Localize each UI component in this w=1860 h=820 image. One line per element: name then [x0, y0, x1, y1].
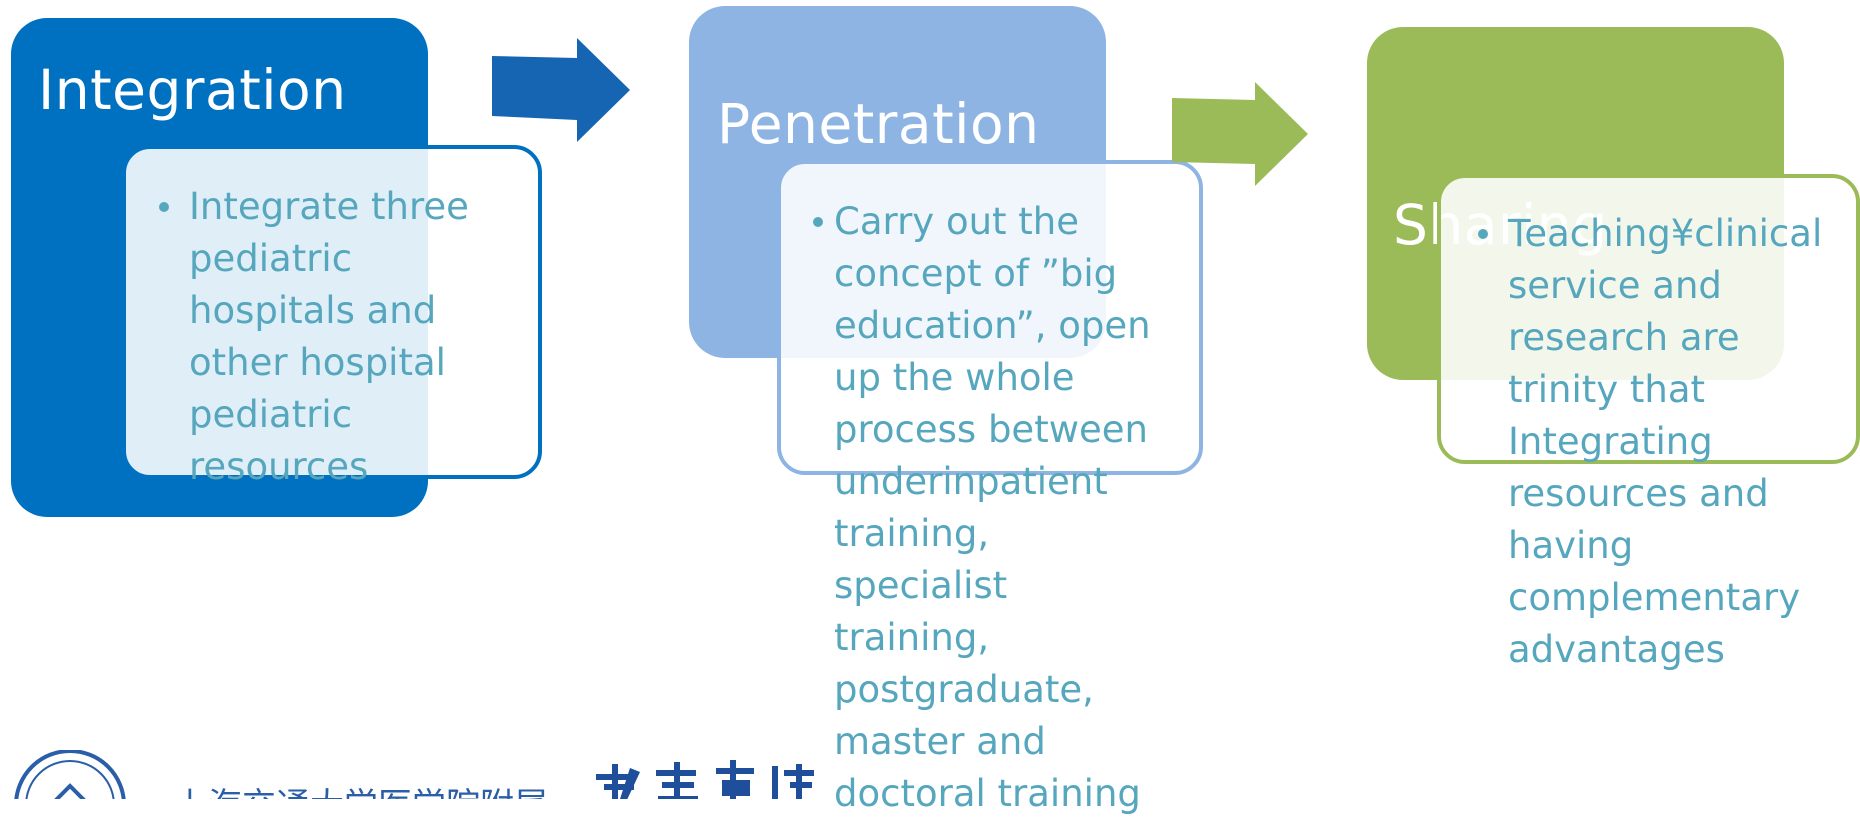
- calligraphy-mark-icon: [596, 760, 814, 799]
- stage-2-detail-box: [777, 160, 1203, 475]
- arrow-2-shape: [1172, 82, 1308, 186]
- right-arrow-icon: [1172, 82, 1308, 186]
- arrow-1-shape: [492, 38, 630, 142]
- bullet-dot-icon: [159, 202, 169, 212]
- stage-3-bullet: Teaching¥clinical service and research a…: [1478, 208, 1838, 676]
- bullet-dot-icon: [1478, 229, 1488, 239]
- hospital-logo: 上海交通大学医学院附属: [6, 750, 826, 799]
- hospital-calligraphy-name: [590, 756, 818, 799]
- stage-1-detail-box: [122, 145, 542, 479]
- stage-1-bullet: Integrate three pediatric hospitals and …: [159, 181, 529, 493]
- stage-2-bullet: Carry out the concept of ”big education”…: [813, 196, 1164, 820]
- stage-1-text: Integrate three pediatric hospitals and …: [189, 185, 469, 488]
- bullet-dot-icon: [813, 217, 823, 227]
- hospital-seal-icon: [14, 750, 126, 799]
- right-arrow-icon: [492, 38, 630, 142]
- stage-2-title: Penetration: [717, 92, 1040, 156]
- stage-3-text: Teaching¥clinical service and research a…: [1508, 212, 1823, 671]
- stage-2-text: Carry out the concept of ”big education”…: [834, 200, 1151, 815]
- institution-text: 上海交通大学医学院附属: [174, 778, 548, 799]
- stage-1-title: Integration: [38, 58, 347, 122]
- stage-3-detail-box: [1437, 174, 1860, 464]
